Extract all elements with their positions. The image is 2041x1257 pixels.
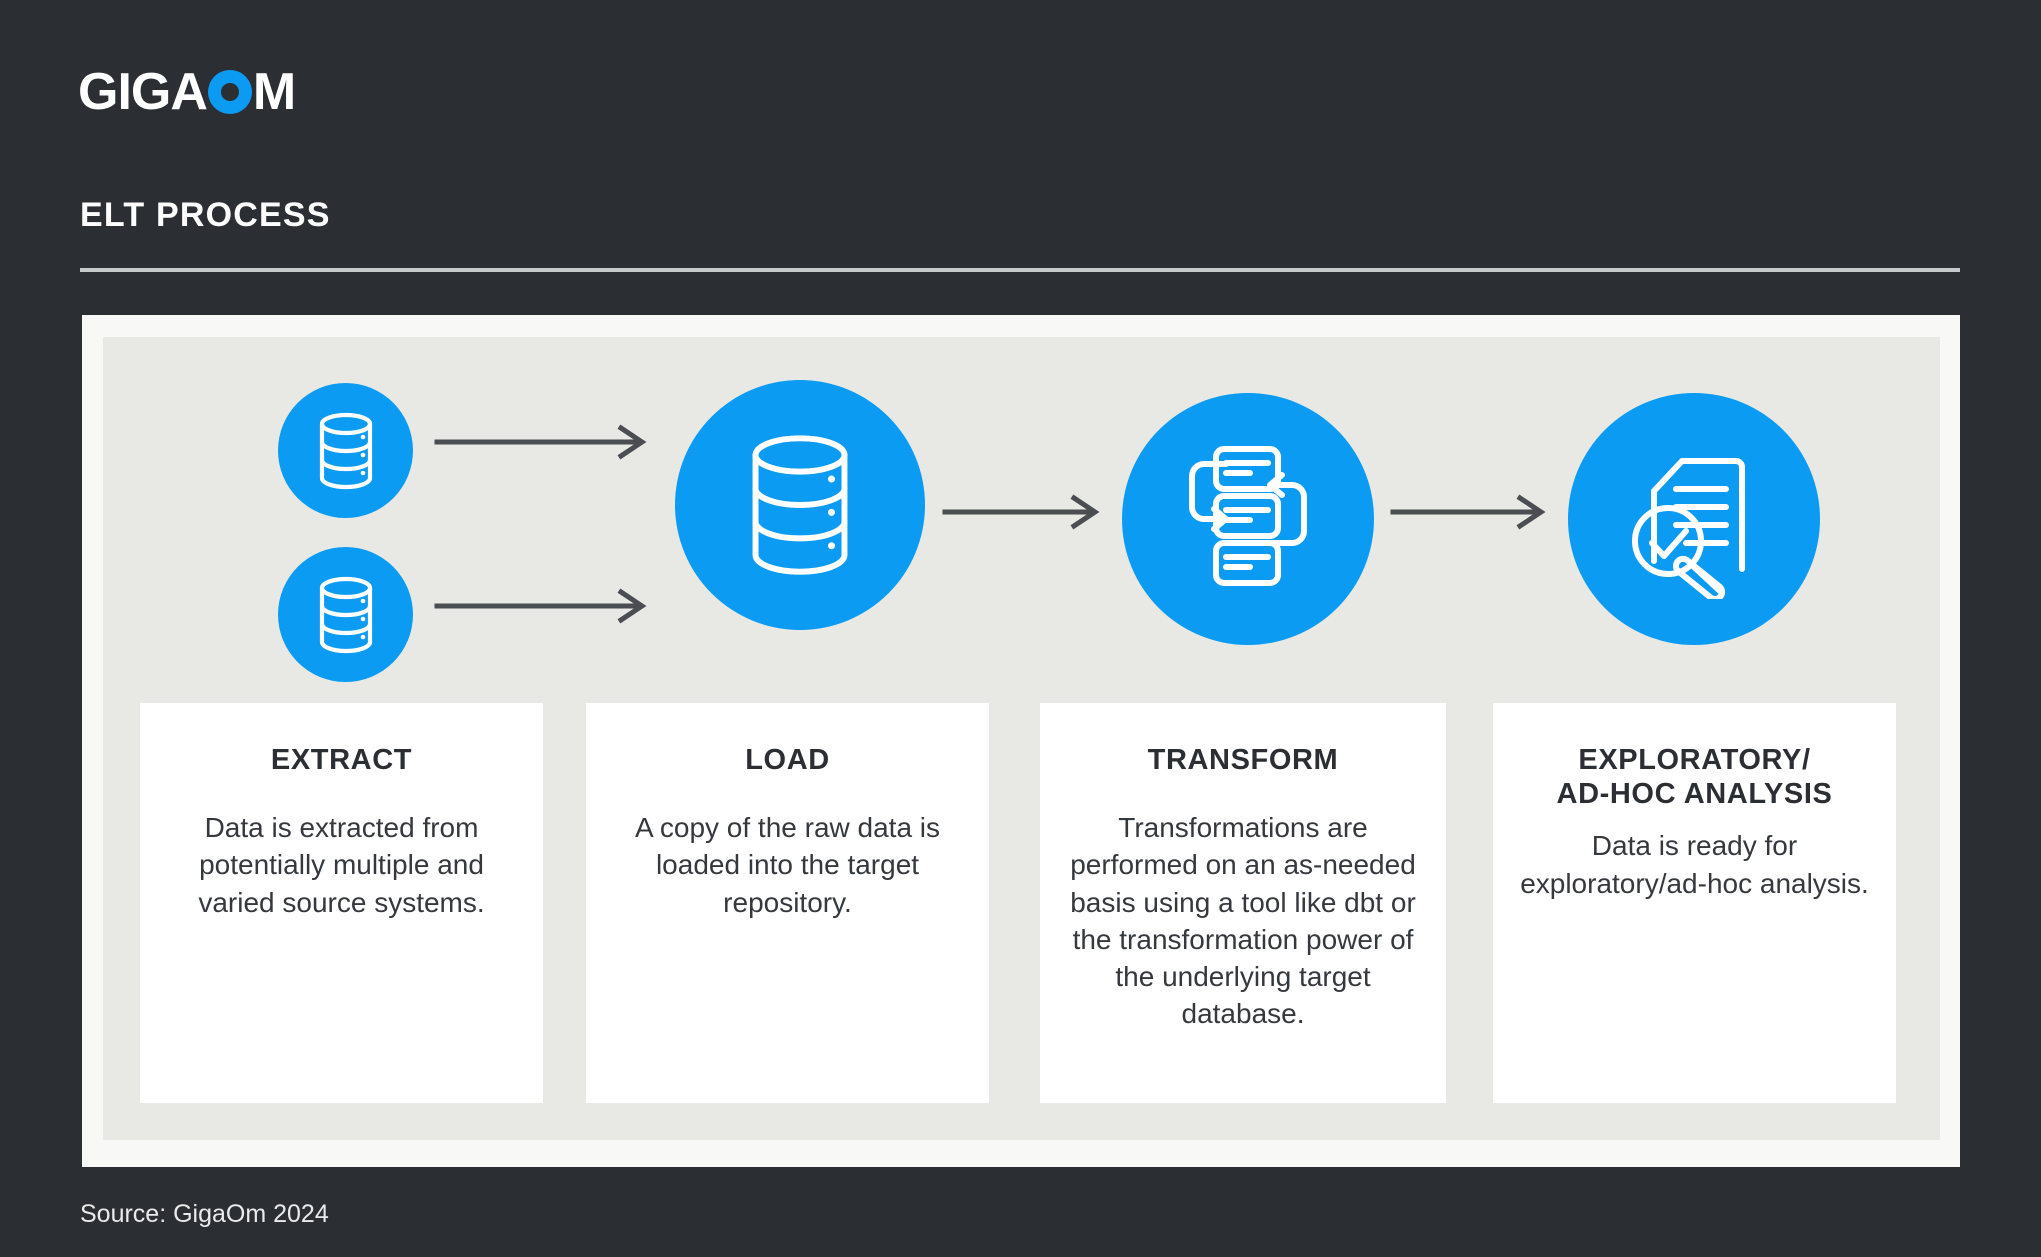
stage-card-title: TRANSFORM (1147, 744, 1339, 776)
stage-card-transform: TRANSFORM Transformations are performed … (1040, 703, 1446, 1103)
logo-o-icon (207, 70, 252, 114)
stage-card-title: LOAD (745, 744, 830, 776)
stage-card-title: EXPLORATORY/ AD-HOC ANALYSIS (1556, 744, 1833, 811)
logo-text-part1: GIGA (78, 63, 208, 121)
transform-process-node (1122, 393, 1374, 645)
stage-card-body: A copy of the raw data is loaded into th… (634, 812, 941, 918)
arrow-target-to-transform (942, 494, 1105, 530)
source-database-1-node (278, 383, 413, 518)
gigaom-logo: GIGA M (78, 63, 296, 121)
source-database-2-node (278, 547, 413, 682)
stage-card-load: LOAD A copy of the raw data is loaded in… (586, 703, 989, 1103)
stage-card-analysis: EXPLORATORY/ AD-HOC ANALYSIS Data is rea… (1493, 703, 1896, 1103)
stage-card-body: Data is ready for exploratory/ad-hoc ana… (1520, 830, 1869, 899)
database-icon (319, 412, 372, 489)
document-search-icon (1632, 458, 1745, 599)
page-title: ELT PROCESS (80, 196, 331, 234)
arrow-source2-to-target (434, 588, 652, 624)
title-divider (80, 268, 1960, 272)
arrow-source1-to-target (434, 424, 652, 460)
transform-icon (1189, 446, 1307, 586)
stage-card-extract: EXTRACT Data is extracted from potential… (140, 703, 543, 1103)
stage-card-body: Data is extracted from potentially multi… (198, 812, 485, 918)
stage-card-body: Transformations are performed on an as-n… (1070, 812, 1416, 1030)
source-caption: Source: GigaOm 2024 (80, 1200, 329, 1228)
database-icon (319, 576, 372, 653)
arrow-transform-to-analysis (1390, 494, 1551, 530)
database-icon (752, 435, 848, 575)
stage-card-title: EXTRACT (270, 744, 413, 776)
analysis-output-node (1568, 393, 1820, 645)
target-repository-node (675, 380, 925, 630)
logo-text-part2: M (252, 63, 296, 121)
